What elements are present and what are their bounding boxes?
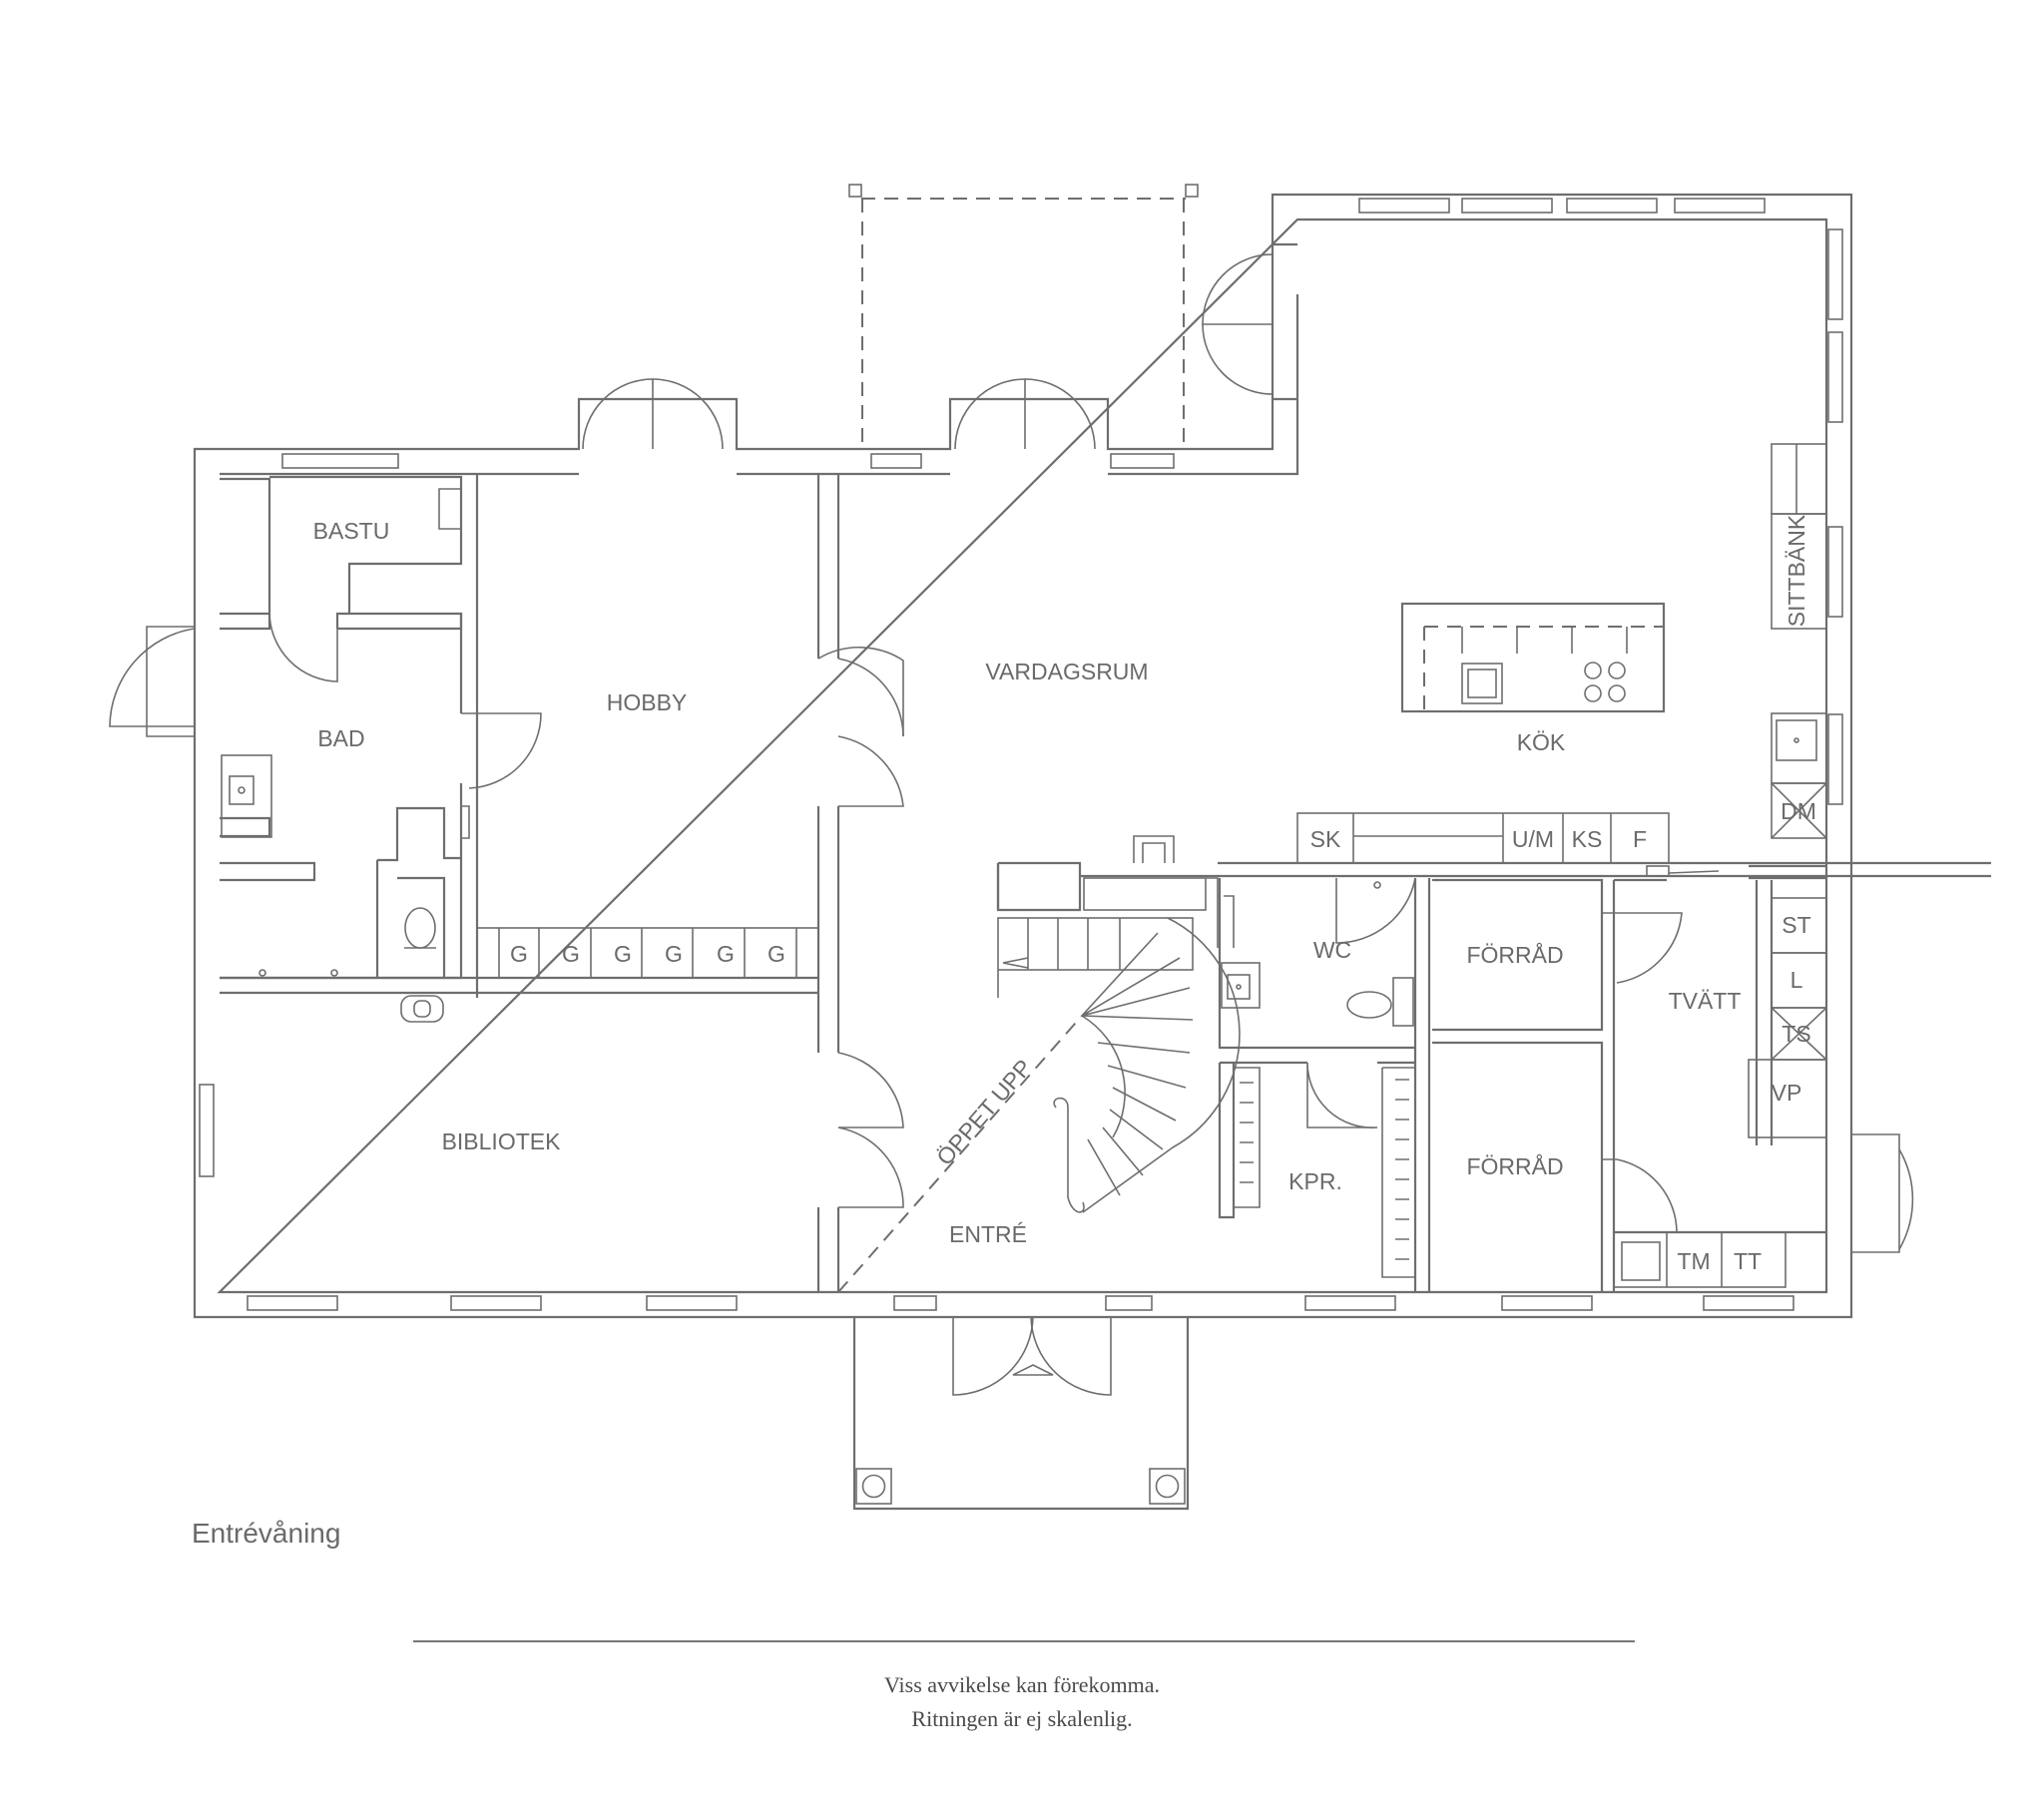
laundry-units [1613,897,1827,1288]
kitchen-wall-units [1296,443,1827,877]
wardrobe-label: G [717,941,735,967]
fixture-label-vp: VP [1772,1080,1802,1106]
staircase [837,863,1241,1293]
fixture-label-ks: KS [1572,826,1603,852]
interior-doors [268,613,1683,1233]
room-label-forrad-lower: FÖRRÅD [1466,1152,1563,1179]
wardrobe-label: G [510,941,528,967]
room-label-bibliotek: BIBLIOTEK [442,1128,562,1154]
kitchen-island [1400,602,1666,713]
fixture-label-sk: SK [1310,826,1341,852]
terrace-doors [109,253,1914,1253]
room-label-vardagsrum: VARDAGSRUM [985,659,1148,684]
room-label-wc: WC [1313,937,1351,963]
disclaimer-line-2: Ritningen är ej skalenlig. [911,1706,1133,1731]
bath-fixtures [221,488,1414,1027]
fixture-label-um: U/M [1512,826,1554,852]
floor-caption: Entrévåning [192,1518,341,1549]
room-label-bad: BAD [317,725,364,751]
wardrobe-label: G [614,941,632,967]
wardrobe-label: G [665,941,683,967]
windows [199,198,1843,1311]
divider [413,1640,1635,1642]
outer-walls [193,193,1853,1319]
fixture-label-l: L [1790,967,1803,993]
wardrobe-shelves [1234,1067,1415,1278]
entrance-porch [852,1316,1190,1511]
fixture-label-sittbank: SITTBÄNK [1784,514,1809,627]
fixture-label-f: F [1633,826,1647,852]
room-label-tvatt: TVÄTT [1669,988,1742,1014]
fixture-label-tm: TM [1677,1248,1710,1274]
fixture-label-dm: DM [1781,798,1816,824]
fixture-label-st: ST [1782,912,1810,938]
wardrobe-label: G [562,941,580,967]
hobby-wardrobes [476,927,819,979]
fixture-label-tt: TT [1734,1248,1762,1274]
room-label-bastu: BASTU [313,518,390,544]
room-label-entre: ENTRÉ [949,1221,1027,1247]
wardrobe-label: G [767,941,785,967]
pergola-outline [848,184,1199,449]
room-label-kpr: KPR. [1288,1168,1342,1194]
room-label-forrad-upper: FÖRRÅD [1466,941,1563,968]
room-label-kok: KÖK [1517,729,1566,755]
room-label-hobby: HOBBY [607,689,688,715]
room-labels: BASTU HOBBY VARDAGSRUM KÖK BAD WC FÖRRÅD… [313,514,1816,1274]
fixture-label-ts: TS [1782,1021,1810,1047]
disclaimer-line-1: Viss avvikelse kan förekomma. [883,1672,1161,1697]
room-label-oppet-upp: ÖPPET UPP [931,1055,1037,1170]
